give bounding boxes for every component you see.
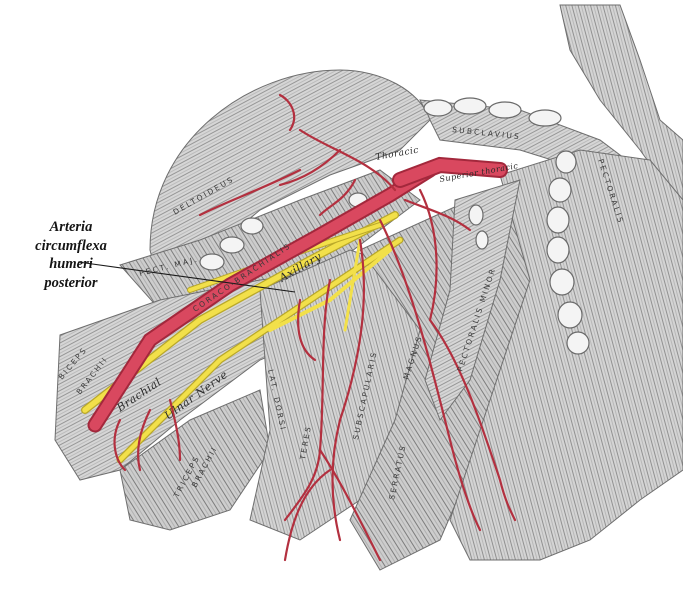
- artery-branch: [298, 128, 397, 192]
- caption-line: humeri: [49, 256, 93, 272]
- subclavian-artery: [394, 158, 506, 186]
- arteries: [87, 93, 517, 562]
- lobule: [423, 99, 453, 117]
- lobule: [199, 253, 225, 271]
- lobules: [199, 97, 590, 355]
- muscle-layers: [54, 4, 683, 571]
- artery-branch: [198, 168, 302, 217]
- triceps-muscle: [119, 389, 271, 531]
- lobule: [546, 206, 570, 234]
- trapezius-strap: [559, 4, 683, 211]
- artery-branch: [318, 448, 382, 562]
- nerve-branch: [343, 238, 362, 332]
- artery-branch: [378, 218, 482, 532]
- artery-branch: [113, 418, 127, 472]
- lobule: [468, 204, 484, 226]
- artery-branch: [278, 93, 296, 132]
- lobule: [453, 97, 487, 115]
- lobule: [488, 101, 522, 119]
- artery-branch: [278, 148, 342, 187]
- artery-branch: [418, 188, 438, 322]
- lobule: [528, 109, 562, 127]
- artery-branch: [168, 398, 182, 462]
- lobule: [549, 268, 575, 296]
- lobule: [240, 217, 264, 235]
- lobule: [555, 150, 577, 174]
- artery-branch: [428, 318, 517, 522]
- caption-label: Arteria circumflexa humeri posterior: [12, 218, 130, 292]
- caption-line: circumflexa: [35, 237, 107, 254]
- caption-pointer: [77, 261, 296, 293]
- lobule: [566, 331, 590, 355]
- caption-line: Arteria: [49, 219, 93, 235]
- artery-branch: [136, 408, 152, 472]
- lobule: [548, 177, 572, 203]
- axillary-artery: [89, 164, 436, 431]
- artery-branch: [297, 298, 317, 362]
- lobule: [475, 230, 489, 250]
- artery-branch: [283, 278, 332, 522]
- chest-wall: [449, 149, 683, 561]
- radial-nerve: [268, 248, 392, 332]
- lobule: [557, 301, 583, 329]
- artery-branch: [331, 238, 366, 542]
- caption-line: posterior: [44, 274, 98, 291]
- lobule: [219, 236, 245, 254]
- artery-branch: [403, 198, 472, 232]
- lobule: [546, 236, 570, 264]
- pectoralis-minor: [424, 179, 521, 422]
- artery-branch: [318, 178, 357, 217]
- artery-branch: [283, 468, 332, 562]
